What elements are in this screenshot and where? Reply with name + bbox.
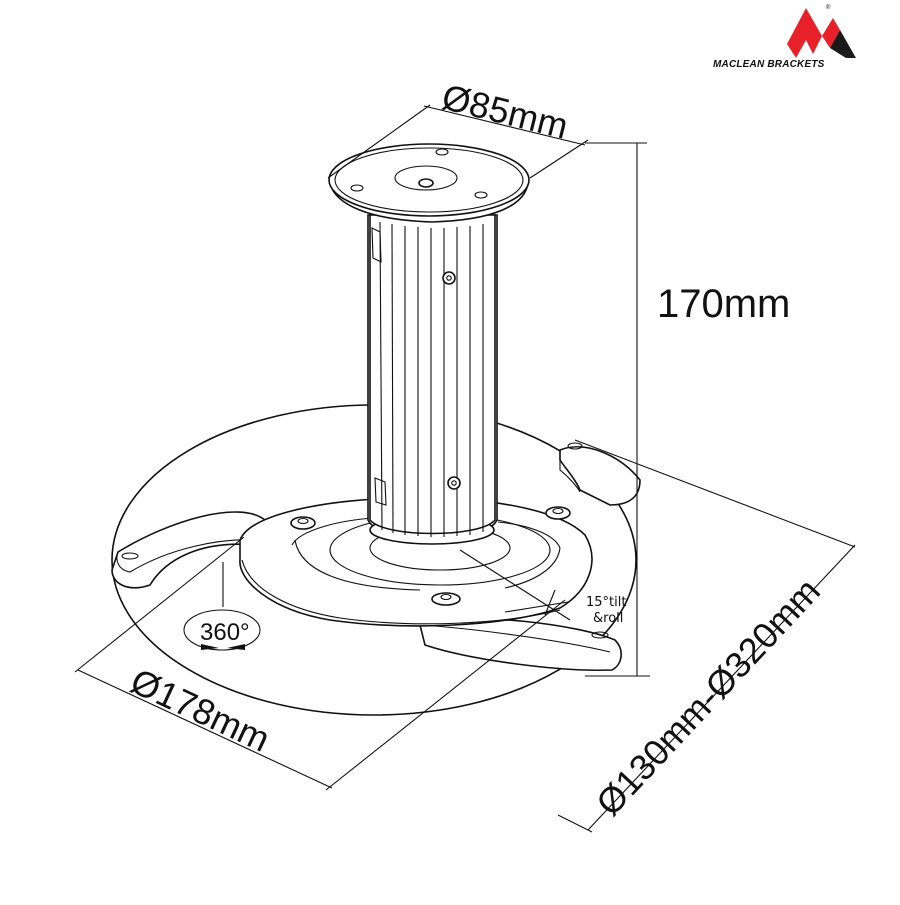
column-screw-bottom	[447, 476, 461, 490]
logo-red-m-shape	[787, 8, 840, 58]
brand-logo: ® MACLEAN BRACKETS	[713, 4, 856, 70]
label-top-plate-diameter: Ø85mm	[438, 76, 572, 147]
tilt-indicator: 15°tilt &roll	[459, 549, 626, 626]
label-rotation: 360°	[200, 619, 250, 646]
label-roll: &roll	[593, 611, 623, 626]
column-screw-top	[442, 271, 456, 285]
logo-black-peak	[830, 30, 856, 58]
label-tilt: 15°tilt	[586, 595, 626, 610]
rotation-arrow-right-icon	[227, 644, 245, 650]
mount-column	[367, 214, 498, 545]
label-height: 170mm	[657, 282, 790, 326]
rotation-arrow-left-icon	[201, 644, 219, 650]
mount-arms	[111, 442, 641, 672]
rotation-indicator: 360°	[183, 562, 261, 651]
logo-registered-mark: ®	[826, 4, 831, 11]
label-base-plate-diameter: Ø178mm	[125, 660, 277, 760]
dimension-height: 170mm	[585, 142, 790, 677]
top-plate	[328, 143, 530, 223]
logo-wordmark: MACLEAN BRACKETS	[713, 59, 825, 70]
